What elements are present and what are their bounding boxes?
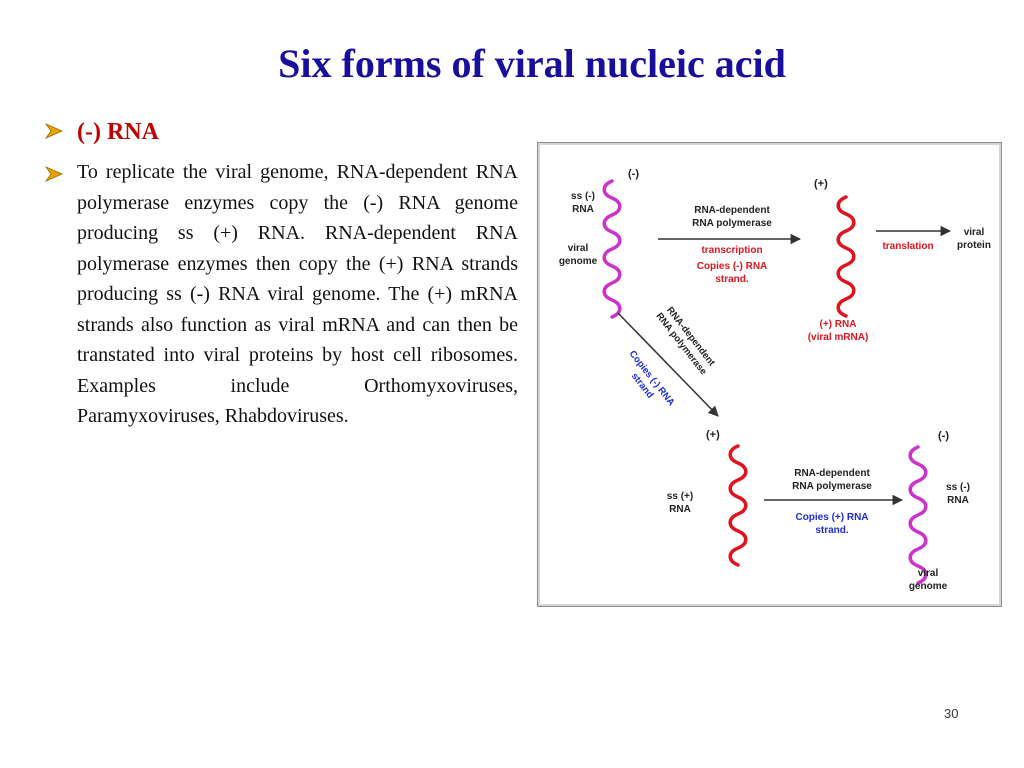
strand-minus-genome-top [602, 179, 622, 319]
top-left-sign: (-) [628, 168, 639, 180]
bottom-right-sign: (-) [938, 430, 949, 442]
bullet-item-body: To replicate the viral genome, RNA-depen… [44, 157, 518, 432]
strand-minus-genome-bottom [908, 445, 928, 585]
bullet-list: (-) RNA To replicate the viral genome, R… [44, 116, 518, 432]
top-left-label: ss (-)RNA [571, 191, 595, 215]
bullet-item-heading: (-) RNA [44, 116, 518, 148]
bottom-left-sign: (+) [706, 429, 720, 441]
diagonal-enzyme-label: RNA-dependentRNA polymerase [653, 303, 718, 377]
top-middle-label: (+) RNA(viral mRNA) [808, 319, 869, 343]
diagonal-detail-label: Copies (-) RNAstrand [617, 349, 676, 416]
bullet-heading-text: (-) RNA [77, 119, 159, 145]
bullet-body-text: To replicate the viral genome, RNA-depen… [77, 161, 518, 427]
translation-label: translation [882, 241, 933, 252]
transcription-process-label: transcription [701, 245, 762, 256]
arrowhead-bullet-icon [44, 166, 63, 182]
diagonal-replication-arrow [617, 312, 719, 417]
strand-plus-mrna [836, 195, 856, 318]
page-number: 30 [944, 706, 959, 721]
bottom-right-label: ss (-)RNA [946, 482, 970, 506]
bottom-left-label: ss (+)RNA [667, 491, 693, 515]
slide-title: Six forms of viral nucleic acid [278, 41, 786, 86]
arrowhead-bullet-icon [44, 123, 63, 139]
top-middle-sign: (+) [814, 178, 828, 190]
strand-plus-bottom [728, 444, 748, 567]
